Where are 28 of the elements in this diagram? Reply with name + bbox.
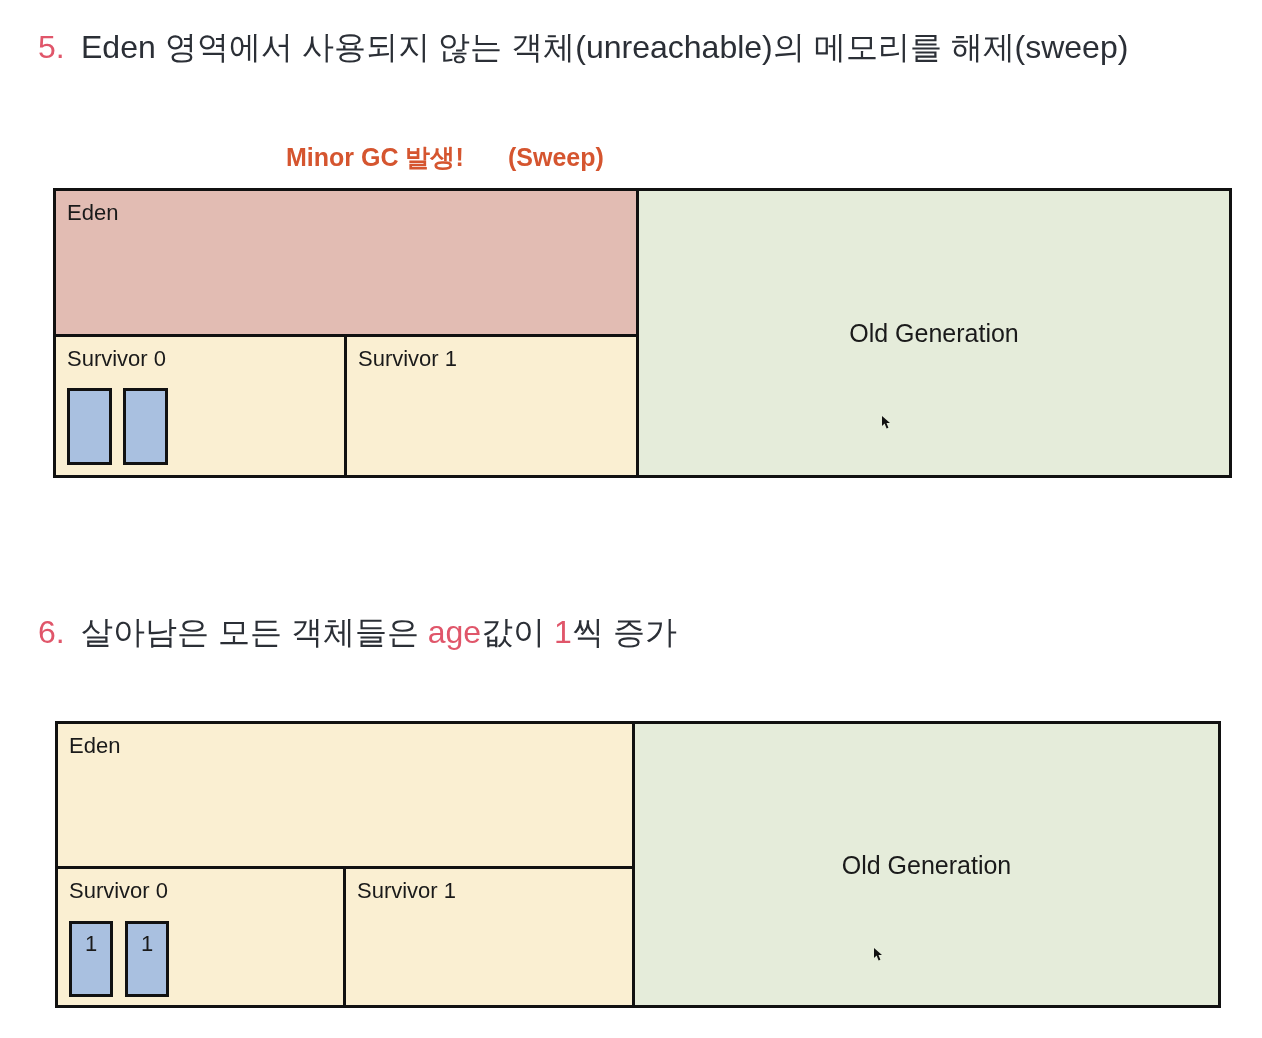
object-block <box>67 388 112 465</box>
memory-region <box>53 188 639 337</box>
memory-region <box>343 866 635 1008</box>
region-label: Eden <box>69 733 121 759</box>
memory-region <box>344 334 639 478</box>
age-number: 1 <box>140 931 154 957</box>
object-block <box>125 921 169 997</box>
region-label: Old Generation <box>841 850 1012 879</box>
object-block <box>123 388 168 465</box>
step-number: 6. <box>38 613 65 652</box>
step-heading: Eden 영역에서 사용되지 않는 객체(unreachable)의 메모리를 해제(sweep) <box>81 28 1129 67</box>
gc-caption: Minor GC 발생! <box>286 142 464 172</box>
gc-caption: (Sweep) <box>508 142 604 172</box>
region-label: Survivor 1 <box>358 346 458 372</box>
age-number: 1 <box>84 931 98 957</box>
step-number: 5. <box>38 28 65 67</box>
region-label: Eden <box>67 200 119 226</box>
step-heading: 살아남은 모든 객체들은 age값이 1씩 증가 <box>81 613 677 652</box>
memory-region <box>55 866 346 1008</box>
object-block <box>69 921 113 997</box>
region-label: Survivor 0 <box>67 346 167 372</box>
memory-region <box>632 721 1221 1008</box>
memory-region <box>53 334 347 478</box>
memory-region <box>55 721 635 869</box>
region-label: Survivor 1 <box>357 878 457 904</box>
memory-region <box>636 188 1232 478</box>
region-label: Survivor 0 <box>69 878 169 904</box>
region-label: Old Generation <box>849 318 1019 348</box>
